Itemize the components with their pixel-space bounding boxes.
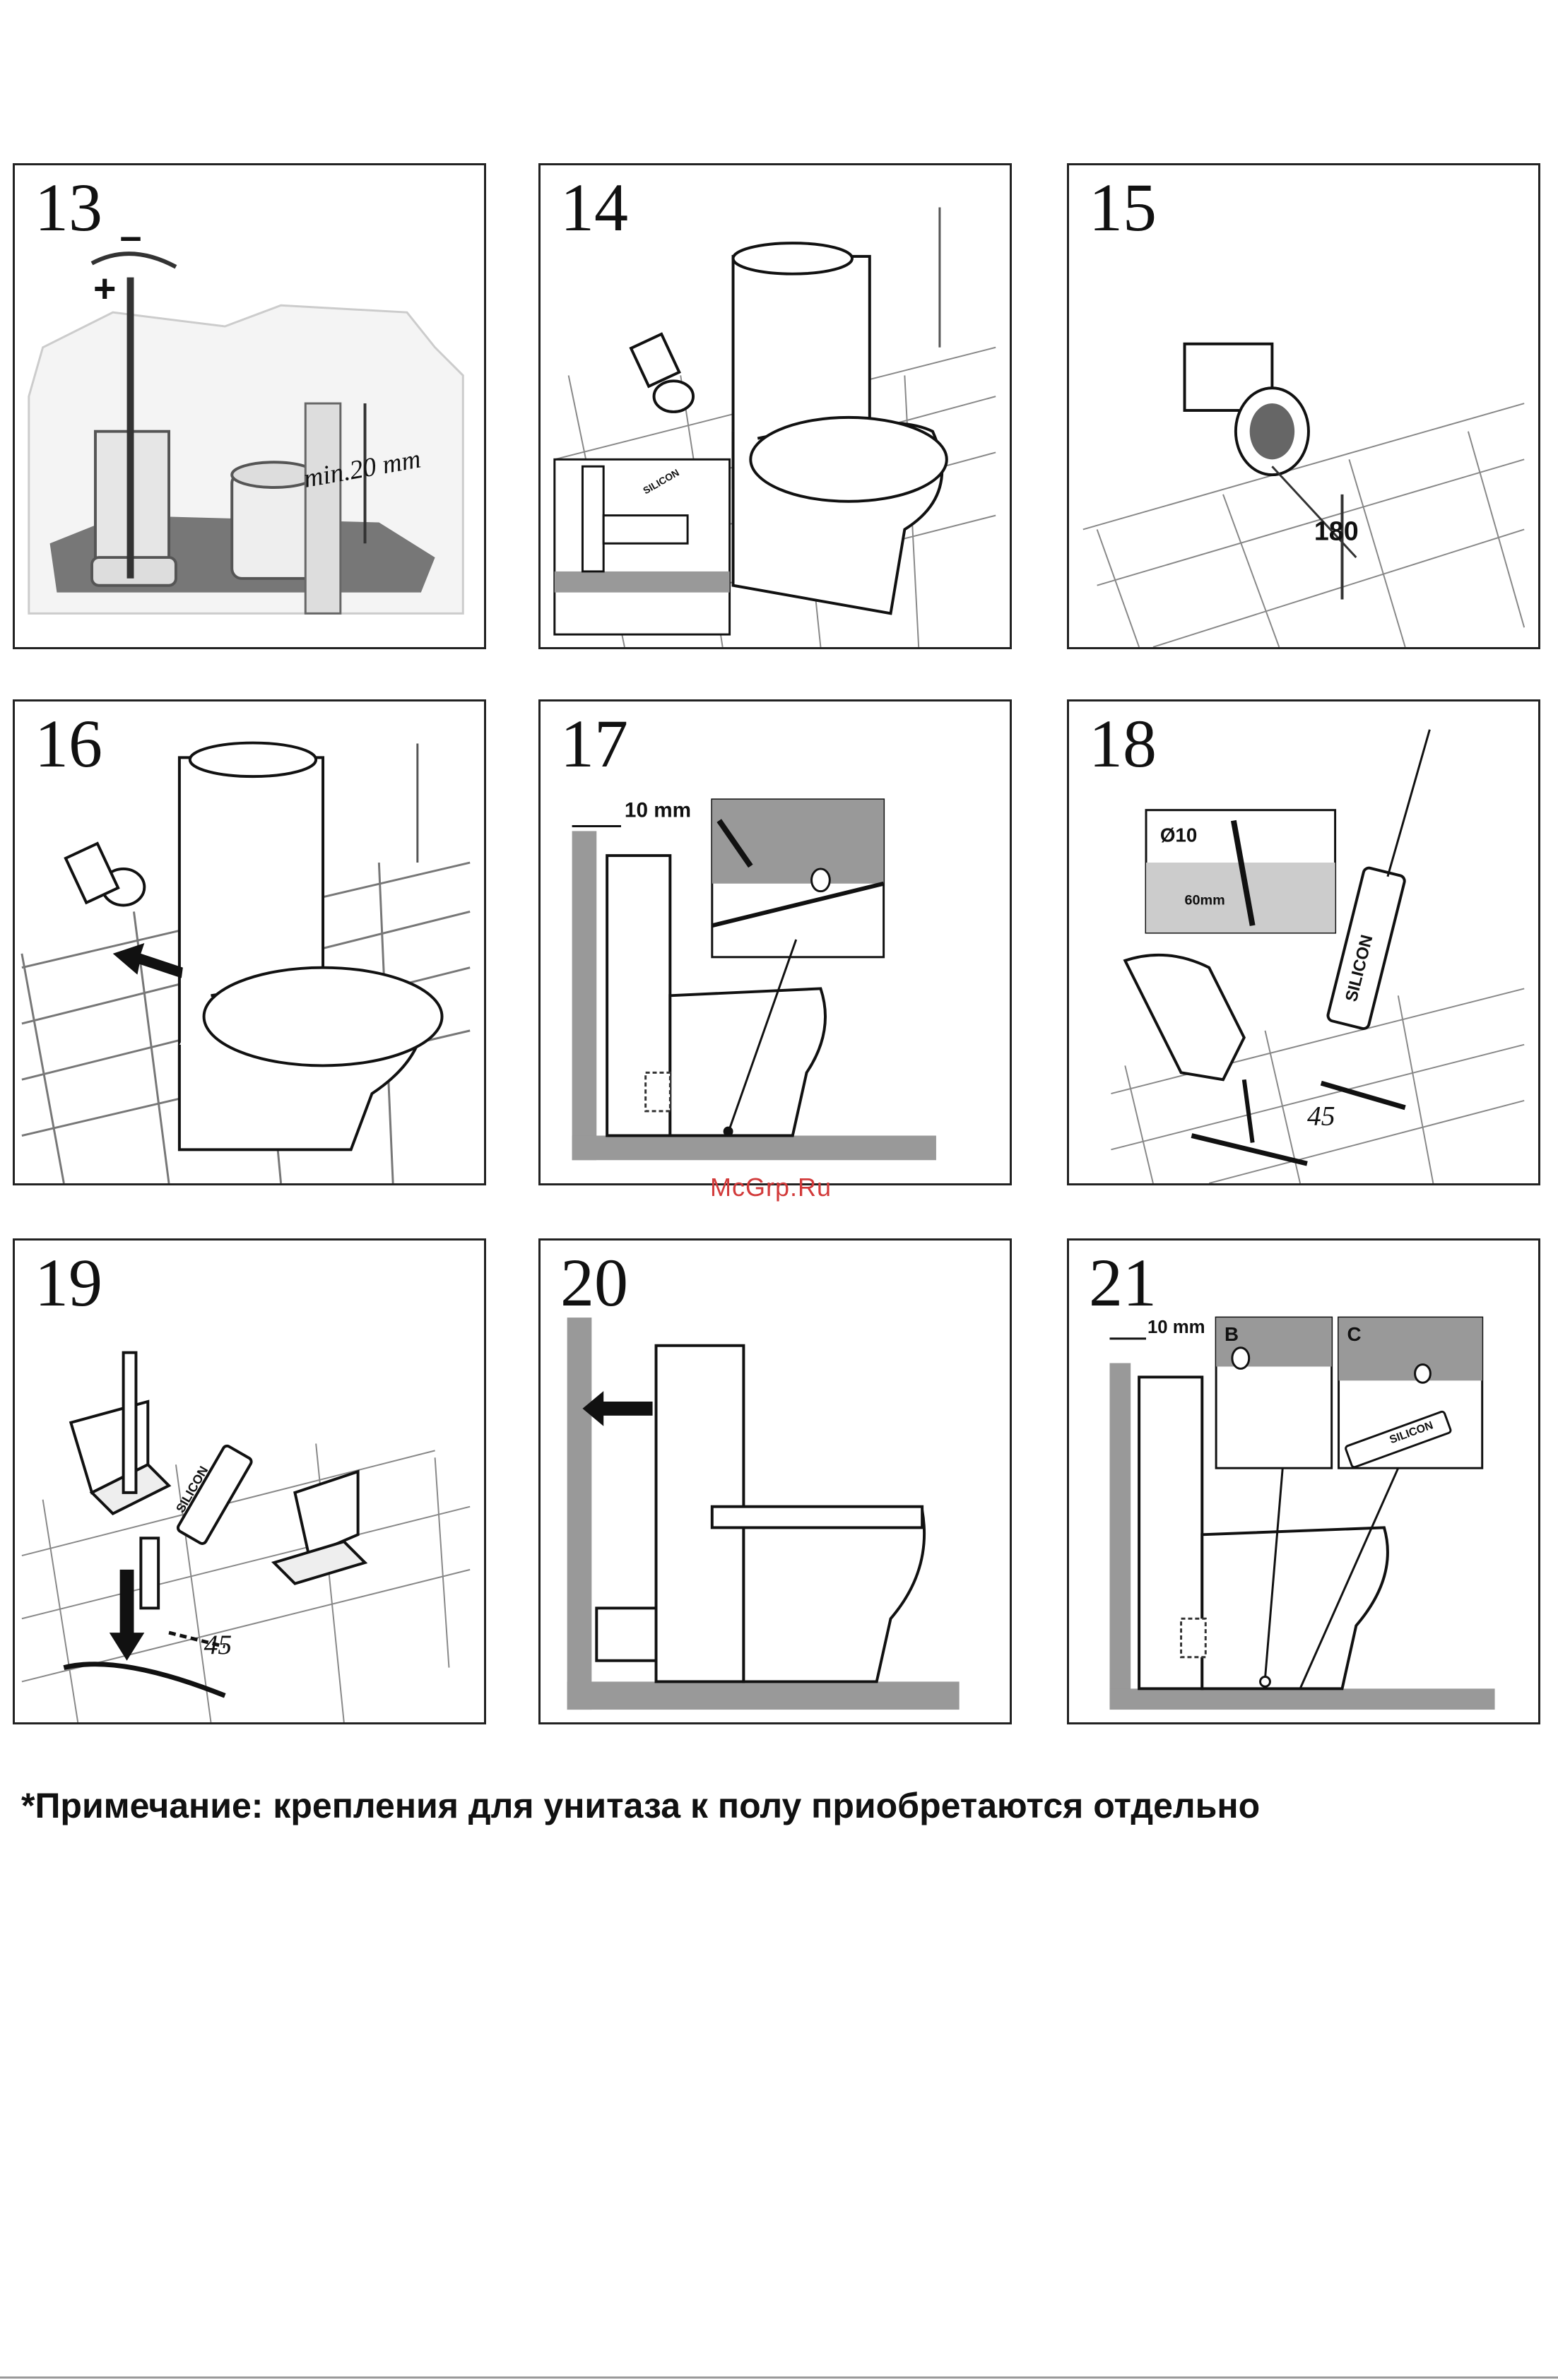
minus-label: – — [120, 214, 142, 258]
hole-spacing-label: 45 — [204, 1629, 232, 1660]
step-panel-18: 18 Ø10 60mm SILICON 45 — [1067, 699, 1540, 1185]
step-panel-14: 14 SILICON — [538, 163, 1012, 649]
step-number: 20 — [560, 1249, 628, 1317]
page-bottom-rule — [0, 2376, 1558, 2379]
step-panel-19: 19 SILICON 45 — [13, 1238, 486, 1724]
step-number: 17 — [560, 710, 628, 778]
step-panel-15: 15 180 — [1067, 163, 1540, 649]
step-number: 13 — [35, 174, 102, 242]
step-panel-21: 21 10 mm B C SILICON — [1067, 1238, 1540, 1724]
step-panel-17: 17 10 mm — [538, 699, 1012, 1185]
step-number: 19 — [35, 1249, 102, 1317]
drill-diameter-label: Ø10 — [1160, 824, 1197, 846]
step-panel-20: 20 — [538, 1238, 1012, 1724]
pipe-height-label: 180 — [1314, 516, 1359, 545]
step-number: 18 — [1089, 710, 1157, 778]
step-number: 15 — [1089, 174, 1157, 242]
hole-spacing-label: 45 — [1307, 1101, 1335, 1132]
watermark: McGrp.Ru — [710, 1173, 832, 1202]
gap-label: 10 mm — [1147, 1318, 1205, 1337]
gap-label: 10 mm — [625, 799, 691, 822]
plus-label: + — [93, 266, 116, 310]
step-number: 21 — [1089, 1249, 1157, 1317]
step-number: 16 — [35, 710, 102, 778]
drill-depth-label: 60mm — [1185, 892, 1225, 908]
step-number: 14 — [560, 174, 628, 242]
inset-b-label: B — [1224, 1323, 1239, 1345]
inset-c-label: C — [1347, 1323, 1361, 1345]
step-panel-16: 16 — [13, 699, 486, 1185]
footnote: *Примечание: крепления для унитаза к пол… — [21, 1785, 1260, 1826]
step-panel-13: 13 + – min.20 mm — [13, 163, 486, 649]
